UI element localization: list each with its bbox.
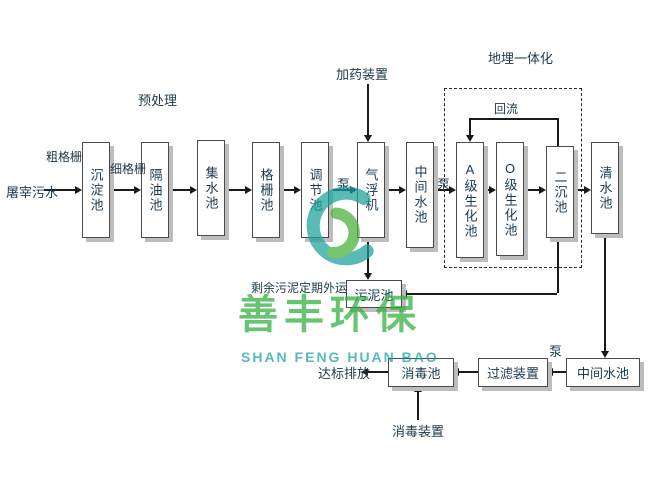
pretreatment-label: 预处理 xyxy=(138,93,178,108)
sludge-note-label: 剩余污泥定期外运 xyxy=(251,281,348,295)
tank-filter-device: 过滤装置 xyxy=(478,358,548,387)
tank-regulating: 调节池 xyxy=(301,142,329,238)
fine-screen-label: 细格栅 xyxy=(110,162,147,176)
flow-arrow-bioo-to-secondary xyxy=(522,189,539,191)
dosing-device-label: 加药装置 xyxy=(336,67,389,82)
flow-arrow-filter-to-disinfection xyxy=(459,371,478,373)
disinfect-device-label: 消毒装置 xyxy=(392,424,445,439)
tank-collecting: 集水池 xyxy=(197,140,225,236)
flow-arrow-influent-to-sedimentation xyxy=(44,189,75,191)
pump1-label: 泵 xyxy=(337,177,351,192)
flow-arrow-oil-to-collecting xyxy=(167,189,190,191)
reflux-label: 回流 xyxy=(494,102,519,116)
tank-bio-a: A级生化池 xyxy=(456,142,484,258)
tank-sludge: 污泥池 xyxy=(346,280,402,308)
tank-intermediate-2: 中间水池 xyxy=(566,358,640,387)
flow-arrow-airflotation-to-intermediate1 xyxy=(383,189,399,191)
buried-integration-label: 地埋一体化 xyxy=(488,51,554,66)
tank-bio-o: O级生化池 xyxy=(496,142,524,256)
reflux-arrow-down-to-bioa xyxy=(469,118,471,135)
tank-clear-water: 清水池 xyxy=(591,142,619,234)
reflux-line-up xyxy=(557,118,559,146)
tank-secondary-sedimentation: 二沉池 xyxy=(546,146,574,238)
reflux-line-across xyxy=(469,118,557,120)
flow-arrow-clearwater-to-intermediate2 xyxy=(604,232,606,351)
influent-label: 屠宰污水 xyxy=(6,185,59,200)
flow-arrow-collecting-to-grid xyxy=(223,189,245,191)
flow-arrow-disinfection-to-discharge xyxy=(368,371,388,373)
flow-arrow-sedimentation-to-oil xyxy=(108,189,134,191)
flow-arrow-grid-to-regulating xyxy=(278,189,294,191)
sludge-line-from-secondary xyxy=(557,236,559,293)
flow-arrow-disinfectdevice-to-disinfection xyxy=(417,392,419,420)
flow-arrow-intermediate2-to-filter xyxy=(553,371,566,373)
flow-arrow-secondary-to-clearwater xyxy=(572,189,584,191)
tank-air-flotation: 气浮机 xyxy=(357,142,385,238)
flow-arrow-secondary-to-sludge xyxy=(407,293,557,295)
buried-integration-boundary xyxy=(444,88,582,268)
pump3-label: 泵 xyxy=(549,344,563,359)
tank-disinfection: 消毒池 xyxy=(388,358,454,387)
tank-intermediate-1: 中间水池 xyxy=(406,142,434,248)
coarse-screen-label: 粗格栅 xyxy=(46,150,83,164)
pump2-label: 泵 xyxy=(437,177,451,192)
flow-arrow-bioa-to-bioo xyxy=(482,189,489,191)
flow-arrow-intermediate1-to-bioa xyxy=(432,189,449,191)
discharge-label: 达标排放 xyxy=(318,366,371,381)
tank-sedimentation: 沉淀池 xyxy=(82,142,110,238)
flow-arrow-dosing-to-airflotation xyxy=(367,84,369,135)
flow-arrow-airflotation-to-sludge xyxy=(367,236,369,273)
tank-oil-separator: 隔油池 xyxy=(141,142,169,238)
tank-grid: 格栅池 xyxy=(252,142,280,238)
